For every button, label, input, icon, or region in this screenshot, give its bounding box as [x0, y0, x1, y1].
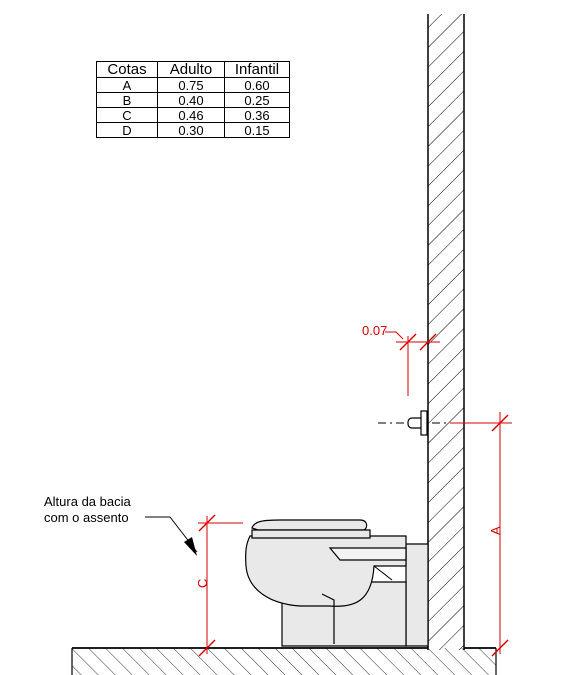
offset-label: 0.07 — [362, 323, 387, 338]
header-infantil: Infantil — [224, 61, 290, 78]
table-cell: A — [96, 77, 158, 93]
table-cell: 0.75 — [157, 77, 225, 93]
dimensions-table: Cotas Adulto Infantil A 0.75 0.60 B 0.40… — [96, 61, 290, 138]
dimension-c-label: C — [195, 579, 210, 588]
toilet-back-block — [405, 543, 429, 647]
note-leader — [145, 516, 198, 556]
table-cell: B — [96, 92, 158, 108]
table-cell: D — [96, 122, 158, 138]
table-cell: 0.30 — [157, 122, 225, 138]
toilet-fixture — [245, 519, 429, 647]
toilet-seat — [251, 519, 368, 531]
table-cell: 0.60 — [224, 77, 290, 93]
table-cell: 0.15 — [224, 122, 290, 138]
wall-section — [427, 14, 465, 650]
table-cell: 0.46 — [157, 107, 225, 123]
seat-height-note: Altura da bacia com o assento — [44, 494, 131, 526]
table-row: C 0.46 0.36 — [96, 107, 290, 123]
floor-slab — [71, 647, 497, 675]
table-cell: 0.36 — [224, 107, 290, 123]
toilet-seat-hinge — [251, 529, 371, 539]
table-row: B 0.40 0.25 — [96, 92, 290, 108]
table-row: D 0.30 0.15 — [96, 122, 290, 138]
header-cotas: Cotas — [96, 61, 158, 78]
table-header-row: Cotas Adulto Infantil — [96, 61, 290, 78]
table-row: A 0.75 0.60 — [96, 77, 290, 93]
note-line-2: com o assento — [44, 510, 129, 525]
header-adulto: Adulto — [157, 61, 225, 78]
dimension-lines — [198, 331, 512, 657]
water-valve — [378, 410, 460, 436]
table-cell: 0.25 — [224, 92, 290, 108]
table-cell: C — [96, 107, 158, 123]
note-line-1: Altura da bacia — [44, 494, 131, 509]
table-cell: 0.40 — [157, 92, 225, 108]
dimension-a-label: A — [488, 526, 503, 535]
